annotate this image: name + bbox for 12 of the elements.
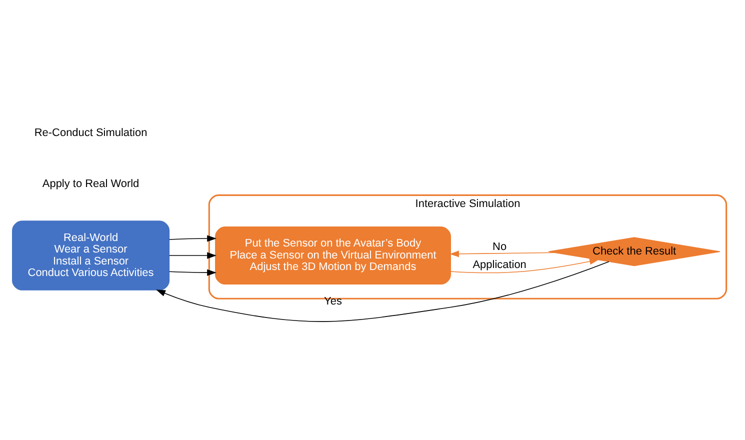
arrow [168, 234, 216, 242]
label: Re-Conduct Simulation [34, 126, 148, 139]
node-box: Real-World Wear a Sensor Install a Sensor Conduct Various Activities [12, 220, 170, 290]
arrow [168, 268, 216, 276]
edge-label: No [492, 240, 507, 253]
arrow [156, 260, 610, 322]
label: Apply to Real World [42, 178, 140, 190]
node-box: Put the Sensor on the Avatar’s Body Place a Sensor on the Virtual Environment Adjust the 3D Motion by Demands [215, 226, 451, 284]
arrow [450, 250, 556, 257]
edge-label: Application [472, 258, 526, 271]
arrow [450, 258, 600, 273]
arrow [168, 252, 216, 258]
